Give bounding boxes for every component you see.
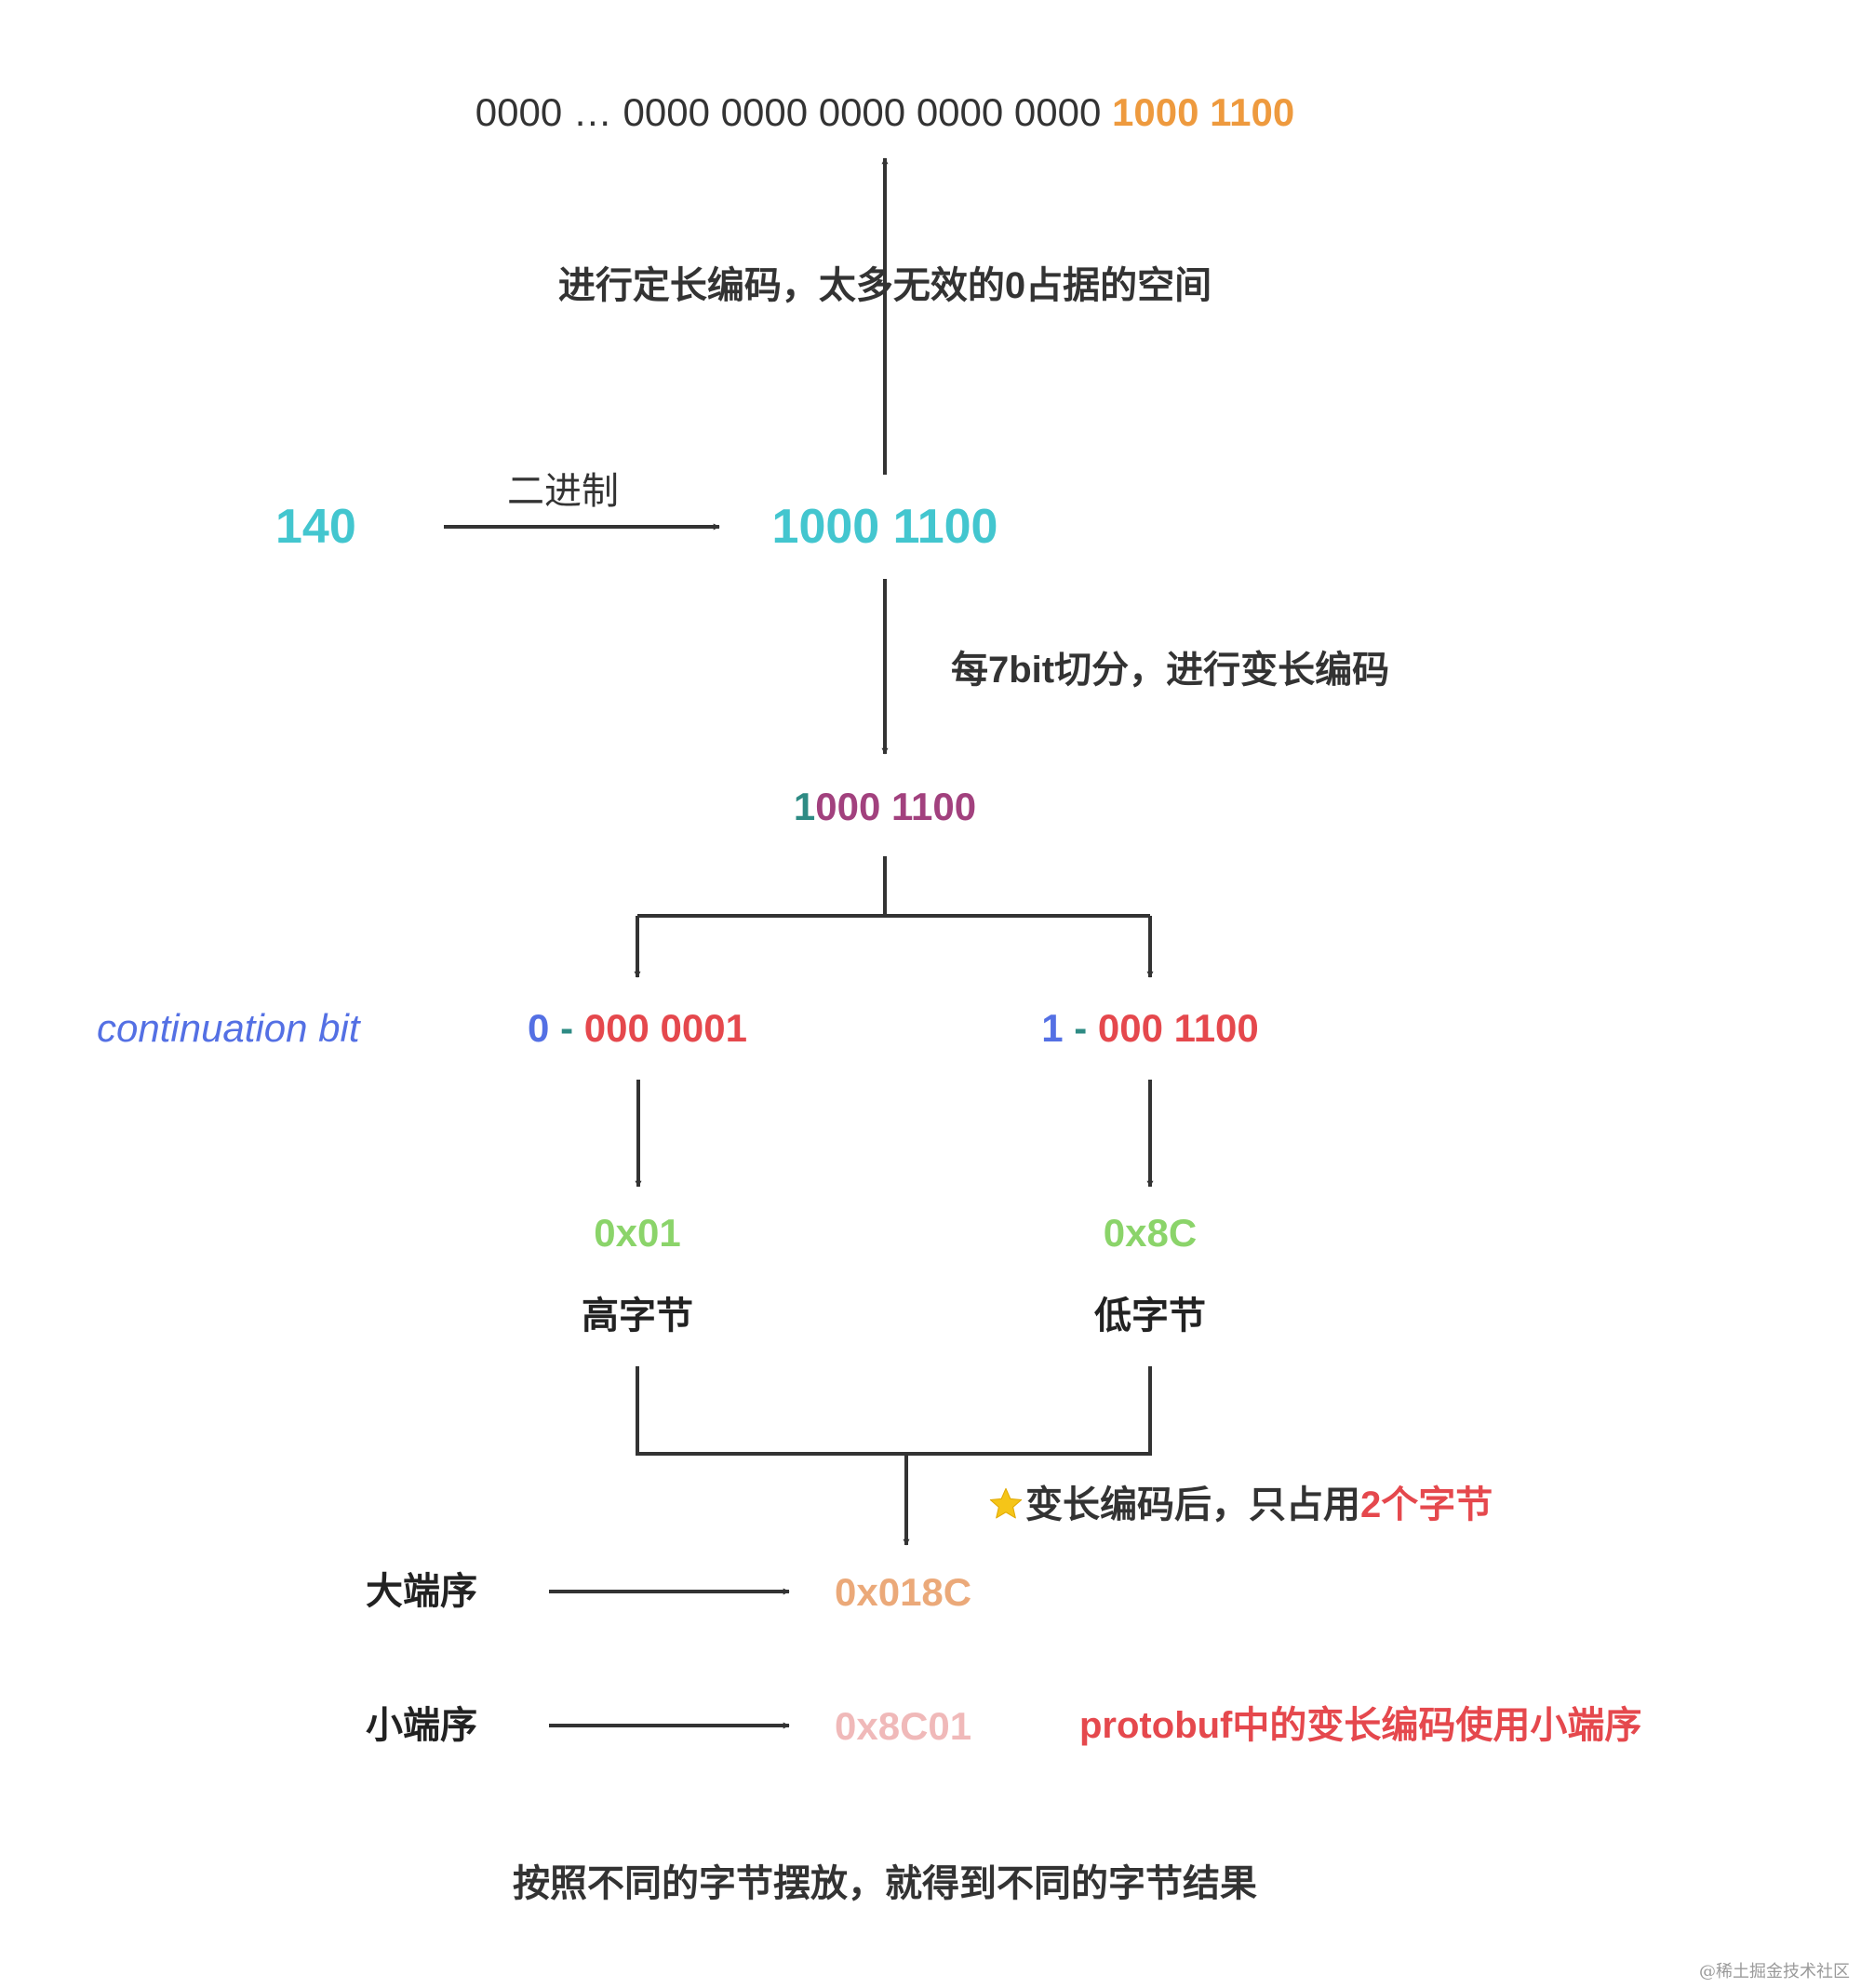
protobuf-note: protobuf中的变长编码使用小端序 [1079, 1705, 1642, 1746]
continuation-bit-label: continuation bit [97, 1006, 360, 1050]
split-binary-first-bit: 1 [793, 785, 816, 828]
high-payload-bits: 000 0001 [583, 1006, 747, 1050]
high-byte-label: 高字节 [582, 1296, 693, 1337]
high-hex: 0x01 [594, 1211, 681, 1255]
low-cont-bit: 1 [1041, 1006, 1064, 1050]
split-binary-rest: 000 1100 [815, 785, 977, 828]
little-endian-label: 小端序 [366, 1705, 477, 1746]
low-dash: - [1074, 1006, 1088, 1050]
low-group-bits: 1 - 000 1100 [1041, 1009, 1259, 1048]
decimal-value: 140 [275, 500, 356, 554]
result-note: 变长编码后，只占用2个字节 [986, 1485, 1493, 1524]
watermark: @稀土掘金技术社区 [1699, 1962, 1850, 1981]
high-group-bits: 0 - 000 0001 [528, 1009, 747, 1048]
merge-branch [636, 1366, 1152, 1456]
big-endian-value: 0x018C [835, 1570, 972, 1614]
split-branch [637, 856, 1150, 918]
high-cont-bit: 0 [528, 1006, 550, 1050]
low-hex: 0x8C [1103, 1211, 1198, 1255]
high-dash: - [560, 1006, 574, 1050]
big-endian-label: 大端序 [366, 1571, 477, 1612]
star-icon [989, 1487, 1023, 1519]
little-endian-value: 0x8C01 [835, 1704, 972, 1748]
fixed-length-caption: 进行定长编码，太多无效的0占据的空间 [557, 265, 1212, 306]
fixed-length-zeros: 0000 … 0000 0000 0000 0000 0000 [475, 90, 1102, 134]
result-note-text: 变长编码后，只占用 [1025, 1484, 1360, 1525]
low-byte-label: 低字节 [1094, 1296, 1206, 1337]
split-binary: 1000 1100 [794, 787, 976, 826]
footer-caption: 按照不同的字节摆放，就得到不同的字节结果 [513, 1863, 1257, 1904]
binary-value: 1000 1100 [771, 500, 998, 554]
low-payload-bits: 000 1100 [1097, 1006, 1259, 1050]
binary-label: 二进制 [507, 471, 619, 512]
fixed-length-binary: 0000 … 0000 0000 0000 0000 0000 1000 110… [475, 93, 1295, 132]
split-caption: 每7bit切分，进行变长编码 [951, 650, 1390, 691]
fixed-length-payload: 1000 1100 [1112, 90, 1295, 134]
result-note-highlight: 2个字节 [1360, 1484, 1493, 1525]
